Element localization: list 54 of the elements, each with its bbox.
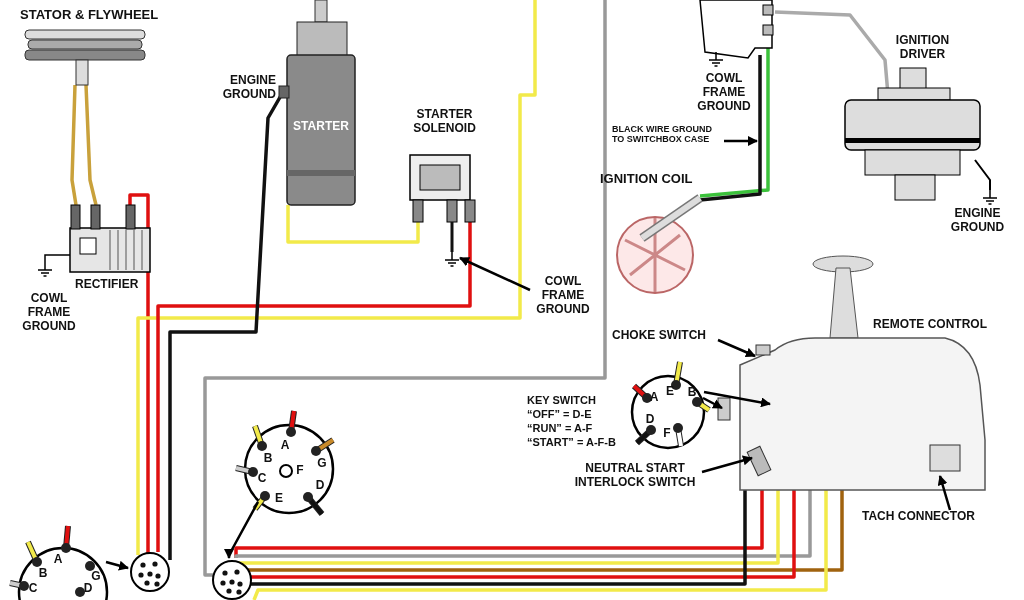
pin-label: B [262,452,274,466]
key-switch-caption: “RUN” = A-F [527,422,594,435]
component-label: STARTER [292,120,350,134]
ground-label: COWL FRAME GROUND [696,72,752,114]
key-switch-caption: KEY SWITCH [527,394,597,407]
pin-label: A [52,553,64,567]
wire [203,0,607,577]
pin-label: F [662,427,672,441]
pin-label: B [686,386,698,400]
callout-label: NEUTRAL START INTERLOCK SWITCH [560,462,710,496]
pin-label: C [27,582,39,596]
wire [70,84,78,206]
pin-label: G [316,457,328,471]
component-label: RECTIFIER [75,278,140,292]
pin-label: D [314,479,326,493]
ground-label: ENGINE GROUND [949,207,1006,235]
component-label: STATOR & FLYWHEEL [20,8,160,23]
pin-label: A [279,439,291,453]
component-label: REMOTE CONTROL [873,318,988,332]
wire [84,84,98,206]
arrow [703,390,771,408]
wire [286,205,420,244]
pin-label: F [295,464,305,478]
wire [699,55,762,202]
pin-label: A [648,391,660,405]
ground-label: COWL FRAME GROUND [21,292,77,334]
pin-label: D [644,413,656,427]
arrow [724,136,758,146]
key-switch-caption: “OFF” = D-E [527,408,593,421]
pin-label: C [256,472,268,486]
arrow [701,455,753,474]
pin-label: G [90,570,102,583]
pin-label: D [82,582,94,596]
component-label: IGNITION DRIVER [894,34,951,62]
ground-label: ENGINE GROUND [221,74,276,102]
arrow [937,475,952,511]
arrow [105,560,129,571]
callout-label: CHOKE SWITCH [612,329,752,345]
arrow [717,338,756,358]
pin-label: E [274,492,284,506]
callout-label: COWL FRAME GROUND [528,275,598,323]
arrow [224,501,260,559]
arrow [702,396,723,410]
pin-label: E [665,385,675,399]
component-label: IGNITION COIL [600,172,694,187]
pin-label: B [37,567,49,581]
component-label: STARTER SOLENOID [412,108,477,136]
arrow [459,256,531,292]
wire [156,222,472,552]
wire [252,490,828,600]
key-switch-caption: “START” = A-F-B [527,436,617,449]
callout-label: TACH CONNECTOR [862,510,1002,526]
callout-label: BLACK WIRE GROUND TO SWITCHBOX CASE [612,124,724,152]
wire [136,0,537,555]
